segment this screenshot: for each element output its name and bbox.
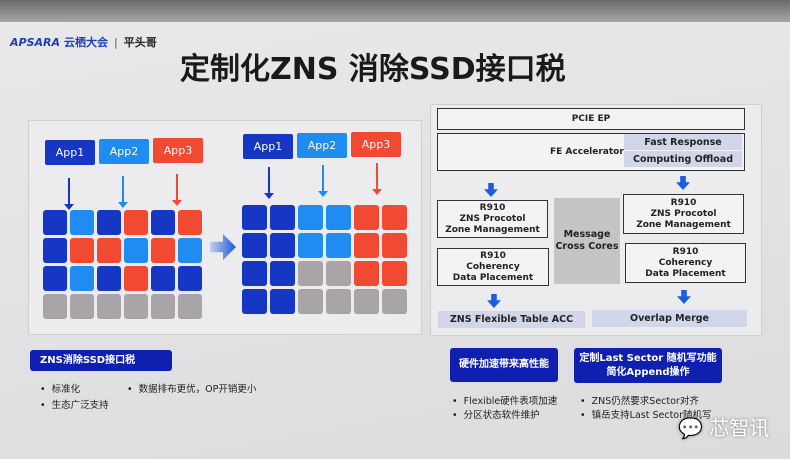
storage-block	[270, 261, 295, 286]
down-arrow-icon	[118, 176, 128, 208]
section-header-zns: ZNS消除SSD接口税	[30, 350, 172, 371]
pcie-ep-box: PCIE EP	[437, 108, 745, 130]
storage-block	[298, 289, 323, 314]
partner-logo: 平头哥	[123, 36, 157, 49]
bullet: • 镇岳支持Last Sector随机写	[580, 410, 712, 421]
storage-block	[354, 261, 379, 286]
app-label-1: App1	[243, 134, 293, 159]
watermark: 💬 芯智讯	[678, 416, 770, 440]
storage-block	[151, 238, 175, 263]
storage-block	[124, 266, 148, 291]
storage-block	[270, 289, 295, 314]
fast-response: Fast Response	[624, 134, 742, 150]
storage-block	[242, 233, 267, 258]
storage-block	[354, 289, 379, 314]
section-header-last-sector: 定制Last Sector 随机写功能简化Append操作	[574, 348, 722, 383]
storage-block	[124, 238, 148, 263]
storage-block	[382, 289, 407, 314]
storage-block	[124, 210, 148, 235]
storage-block	[326, 205, 351, 230]
storage-block	[151, 210, 175, 235]
storage-block	[178, 294, 202, 319]
slide-title: 定制化ZNS 消除SSD接口税	[180, 52, 566, 87]
bullet: • 标准化	[40, 384, 81, 395]
storage-block	[326, 233, 351, 258]
storage-block	[382, 233, 407, 258]
section-header-hw: 硬件加速带来高性能	[450, 348, 558, 382]
storage-block	[151, 266, 175, 291]
storage-block	[326, 261, 351, 286]
storage-block	[70, 266, 94, 291]
storage-block	[97, 294, 121, 319]
storage-block	[242, 261, 267, 286]
storage-block	[382, 205, 407, 230]
bullet: • ZNS仍然要求Sector对齐	[580, 396, 699, 407]
storage-block	[178, 266, 202, 291]
storage-block	[97, 210, 121, 235]
storage-block	[43, 238, 67, 263]
storage-block	[43, 266, 67, 291]
app-label-2: App2	[297, 133, 347, 158]
app-label-1: App1	[45, 140, 95, 165]
storage-block	[124, 294, 148, 319]
storage-block	[70, 210, 94, 235]
logo: APSARA 云栖大会 | 平头哥	[10, 34, 157, 50]
storage-block	[178, 238, 202, 263]
right-block-grid	[242, 205, 407, 314]
app-label-3: App3	[351, 132, 401, 157]
storage-block	[242, 205, 267, 230]
storage-block	[70, 238, 94, 263]
bullet: • 数据排布更优，OP开销更小	[127, 384, 257, 395]
storage-block	[97, 266, 121, 291]
storage-block	[298, 261, 323, 286]
left-block-grid	[43, 210, 202, 319]
down-arrow-icon	[172, 174, 182, 206]
storage-block	[270, 233, 295, 258]
overlap-merge: Overlap Merge	[592, 310, 747, 327]
storage-block	[298, 233, 323, 258]
storage-block	[354, 233, 379, 258]
down-arrow-icon	[64, 178, 74, 210]
storage-block	[242, 289, 267, 314]
storage-block	[382, 261, 407, 286]
storage-block	[326, 289, 351, 314]
storage-block	[270, 205, 295, 230]
zns-flexible-table-acc: ZNS Flexible Table ACC	[438, 311, 585, 328]
apsara-logo: APSARA	[10, 36, 60, 49]
bullet: • 分区状态软件维护	[452, 410, 540, 421]
bullet: • Flexible硬件表项加速	[452, 396, 558, 407]
storage-block	[70, 294, 94, 319]
storage-block	[354, 205, 379, 230]
storage-block	[97, 238, 121, 263]
divider: |	[114, 36, 118, 49]
storage-block	[43, 210, 67, 235]
storage-block	[43, 294, 67, 319]
app-label-3: App3	[153, 138, 203, 163]
bullet: • 生态广泛支持	[40, 400, 109, 411]
storage-block	[178, 210, 202, 235]
storage-block	[151, 294, 175, 319]
storage-block	[298, 205, 323, 230]
event-name: 云栖大会	[64, 36, 108, 49]
wechat-icon: 💬	[678, 416, 703, 440]
computing-offload: Computing Offload	[624, 151, 742, 167]
down-arrow-icon	[372, 163, 382, 195]
down-arrow-icon	[264, 167, 274, 199]
down-arrow-icon	[318, 165, 328, 197]
app-label-2: App2	[99, 139, 149, 164]
